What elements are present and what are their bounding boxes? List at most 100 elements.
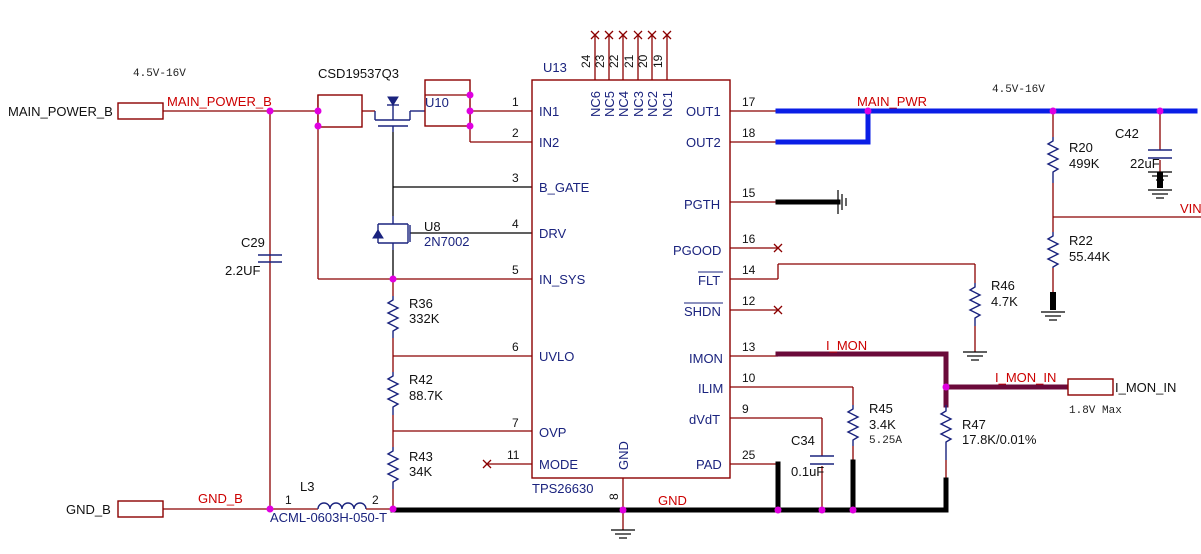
inductor-l3: L3 1 2 ACML-0603H-050-T xyxy=(270,479,393,525)
pin-nc3: NC3 xyxy=(631,91,646,117)
fet-u8: U8 2N7002 xyxy=(372,216,470,250)
pin-drv: DRV xyxy=(539,226,567,241)
pin-uvlo: UVLO xyxy=(539,349,574,364)
net-i-mon-in: I_MON_IN xyxy=(995,370,1056,385)
junction-dots xyxy=(266,91,1164,514)
port-i-mon-in: I_MON_IN xyxy=(1115,380,1176,395)
pin-pgth: PGTH xyxy=(684,197,720,212)
pin-num-7: 7 xyxy=(512,416,519,430)
port-vin: VIN xyxy=(1180,201,1201,216)
q-fet-part: CSD19537Q3 xyxy=(318,66,399,81)
ic-part: TPS26630 xyxy=(532,481,593,496)
pin-num-19: 19 xyxy=(651,54,665,68)
r43-value: 34K xyxy=(409,464,432,479)
l3-pin1: 1 xyxy=(285,493,292,507)
ground-icon xyxy=(837,190,847,214)
ports: MAIN_POWER_B GND_B I_MON_IN VIN xyxy=(8,102,1201,518)
ground-post xyxy=(1157,172,1163,188)
pin-num-10: 10 xyxy=(742,371,756,385)
fet-csd19537q3: CSD19537Q3 xyxy=(317,66,425,132)
r47-value: 17.8K/0.01% xyxy=(962,432,1037,447)
pin-num-15: 15 xyxy=(742,186,756,200)
pin-num-25: 25 xyxy=(742,448,756,462)
net-gnd: GND xyxy=(658,493,687,508)
pin-out1: OUT1 xyxy=(686,104,721,119)
pin-num-16: 16 xyxy=(742,232,756,246)
c42-value: 22uF xyxy=(1130,156,1160,171)
pin-out2: OUT2 xyxy=(686,135,721,150)
net-labels: MAIN_POWER_B GND_B MAIN_PWR I_MON I_MON_… xyxy=(133,68,1122,508)
voltage-range-right: 4.5V-16V xyxy=(992,84,1045,96)
pin-nc2: NC2 xyxy=(645,91,660,117)
pin-num-6: 6 xyxy=(512,340,519,354)
pin-num-9: 9 xyxy=(742,402,749,416)
ground-symbols xyxy=(611,171,1172,539)
r46-ref: R46 xyxy=(991,278,1015,293)
ground-icon xyxy=(611,529,635,539)
l3-pin2: 2 xyxy=(372,493,379,507)
pin-num-21: 21 xyxy=(622,54,636,68)
u8-ref: U8 xyxy=(424,219,441,234)
pin-pad: PAD xyxy=(696,457,722,472)
ground-post xyxy=(1050,292,1056,310)
net-main-power: MAIN_POWER_B xyxy=(167,94,272,109)
pin-num-13: 13 xyxy=(742,340,756,354)
pin-num-4: 4 xyxy=(512,217,519,231)
port-gnd: GND_B xyxy=(66,502,111,517)
r45-value: 3.4K xyxy=(869,417,896,432)
pin-num-18: 18 xyxy=(742,126,756,140)
r42-value: 88.7K xyxy=(409,388,443,403)
port-main-power: MAIN_POWER_B xyxy=(8,104,113,119)
port-i-mon-in-box xyxy=(1067,378,1114,396)
pin-num-20: 20 xyxy=(636,54,650,68)
pin-num-3: 3 xyxy=(512,171,519,185)
i-mon-in-note: 1.8V Max xyxy=(1069,405,1122,417)
pin-num-2: 2 xyxy=(512,126,519,140)
pin-num-14: 14 xyxy=(742,263,756,277)
r20-value: 499K xyxy=(1069,156,1100,171)
pin-imon: IMON xyxy=(689,351,723,366)
pin-pgood: PGOOD xyxy=(673,243,721,258)
pin-num-22: 22 xyxy=(607,54,621,68)
u10: U10 xyxy=(424,79,471,127)
pin-gnd: GND xyxy=(616,441,631,470)
pin-b-gate: B_GATE xyxy=(539,180,590,195)
pin-in2: IN2 xyxy=(539,135,559,150)
r20-ref: R20 xyxy=(1069,140,1093,155)
c42-ref: C42 xyxy=(1115,126,1139,141)
pin-ilim: ILIM xyxy=(698,381,723,396)
voltage-range-left: 4.5V-16V xyxy=(133,68,186,80)
pin-ovp: OVP xyxy=(539,425,566,440)
pin-num-11: 11 xyxy=(507,448,520,462)
r45-note: 5.25A xyxy=(869,435,902,447)
pin-mode: MODE xyxy=(539,457,578,472)
r36-value: 332K xyxy=(409,311,440,326)
pin-num-8: 8 xyxy=(607,493,621,500)
r42-ref: R42 xyxy=(409,372,433,387)
pin-num-1: 1 xyxy=(512,95,519,109)
r22-ref: R22 xyxy=(1069,233,1093,248)
r36-ref: R36 xyxy=(409,296,433,311)
c34-ref: C34 xyxy=(791,433,815,448)
pin-nc4: NC4 xyxy=(616,91,631,117)
ground-icon xyxy=(963,351,987,361)
c29-ref: C29 xyxy=(241,235,265,250)
port-gnd-box xyxy=(117,500,164,518)
pin-in-sys: IN_SYS xyxy=(539,272,586,287)
net-main-pwr: MAIN_PWR xyxy=(857,94,927,109)
r22-value: 55.44K xyxy=(1069,249,1111,264)
no-connect-marks xyxy=(482,30,783,469)
cap-c29: C29 2.2UF xyxy=(225,235,282,278)
pin-num-23: 23 xyxy=(593,54,607,68)
pin-num-5: 5 xyxy=(512,263,519,277)
l3-ref: L3 xyxy=(300,479,314,494)
pin-nc6: NC6 xyxy=(588,91,603,117)
c34-value: 0.1uF xyxy=(791,464,824,479)
ground-icon xyxy=(1148,189,1172,199)
resistors: R36 332K R42 88.7K R43 34K R20 499K R22 … xyxy=(386,137,1111,489)
ground-icon xyxy=(1041,311,1065,321)
port-main-power-box xyxy=(117,102,164,120)
net-i-mon: I_MON xyxy=(826,338,867,353)
r47-ref: R47 xyxy=(962,417,986,432)
